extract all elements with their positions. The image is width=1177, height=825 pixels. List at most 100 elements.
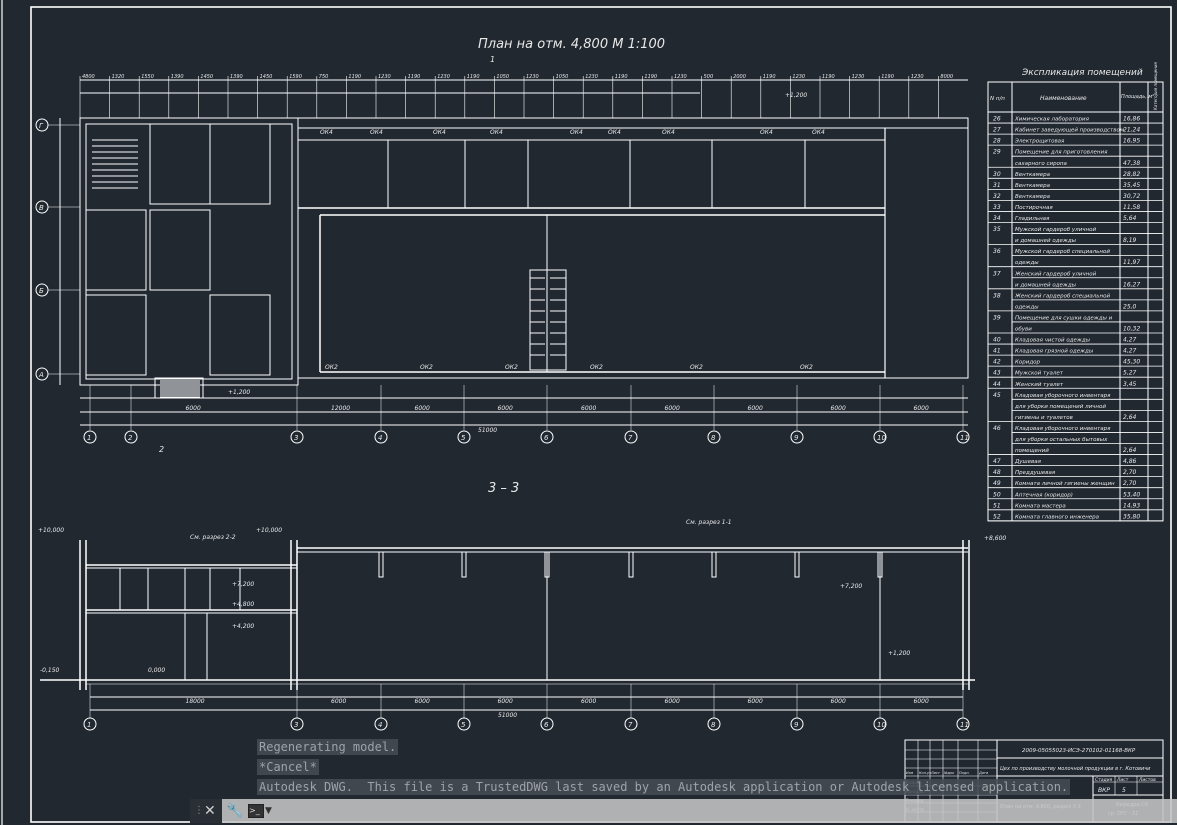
dimension-label: 1230 <box>852 74 865 80</box>
dimension-label: 1390 <box>230 74 243 80</box>
dimension-label: 1230 <box>674 74 687 80</box>
sheet-value: 5 <box>1122 787 1126 794</box>
room-number: 37 <box>993 270 1001 277</box>
dimension-label: 1230 <box>911 74 924 80</box>
room-area: 2,64 <box>1123 414 1137 421</box>
room-number: 38 <box>993 292 1001 299</box>
dimension-label: 6000 <box>831 698 846 705</box>
dimension-label: 6000 <box>498 405 513 412</box>
dimension-label: 1390 <box>171 74 184 80</box>
room-name: и домашней одежды <box>1015 238 1077 244</box>
dimension-label: 6000 <box>914 405 929 412</box>
dimension-label: 6000 <box>581 698 596 705</box>
axis-marker <box>624 430 638 444</box>
room-area: 3,45 <box>1123 381 1137 388</box>
close-icon[interactable]: ✕ <box>204 803 216 819</box>
row-axis-label: А <box>38 371 44 379</box>
axis-label: 10 <box>877 721 886 729</box>
dimension-label: 6000 <box>415 698 430 705</box>
room-name: для уборки помещений личной <box>1014 404 1106 410</box>
drag-handle-icon[interactable]: ⋮ <box>194 805 204 816</box>
axis-label: 8 <box>711 434 716 442</box>
room-number: 36 <box>993 248 1001 255</box>
room-name: Кладовая уборочного инвентаря <box>1015 393 1111 399</box>
room-name: одежды <box>1015 304 1039 310</box>
room-number: 33 <box>993 204 1001 211</box>
room-number: 34 <box>993 215 1001 222</box>
room-number: 44 <box>993 381 1001 388</box>
row-axis-label: Б <box>39 287 44 295</box>
axis-label: 8 <box>711 721 716 729</box>
room-name: Женский гардероб специальной <box>1014 293 1110 299</box>
command-line-bar: ⋮ ✕ 🔧 >_ ▼ <box>190 799 1177 823</box>
dimension-label: 6000 <box>914 698 929 705</box>
beam <box>794 551 800 578</box>
explication-title: Экспликация помещений <box>1021 68 1143 78</box>
title-block-header: Дата <box>978 771 988 775</box>
room-name: гигиены и туалетов <box>1015 415 1073 421</box>
dimension-label: 6000 <box>831 405 846 412</box>
room-name: обуви <box>1015 327 1032 333</box>
axis-marker <box>873 430 887 444</box>
room-name: Комната мастера <box>1015 503 1066 509</box>
dimension-label: 1550 <box>141 74 154 80</box>
dimension-label: 1230 <box>437 74 450 80</box>
dimension-label: 1450 <box>200 74 213 80</box>
room-area: 35,45 <box>1123 182 1140 189</box>
room-area: 21,24 <box>1123 127 1140 134</box>
chevron-down-icon[interactable]: ▼ <box>265 806 272 816</box>
command-input-area[interactable]: 🔧 >_ ▼ <box>222 799 1177 823</box>
room-area: 2,70 <box>1123 480 1137 487</box>
axis-marker <box>374 430 388 444</box>
dimension-label: 1190 <box>615 74 628 80</box>
command-input[interactable] <box>282 801 1173 821</box>
axis-label: 1 <box>87 721 91 729</box>
dimension-label: 1190 <box>348 74 361 80</box>
command-prompt-icon[interactable]: >_ <box>248 804 264 818</box>
axis-marker <box>624 717 638 731</box>
stage-label: Стадия <box>1095 777 1113 783</box>
callout-section-2-2: См. разрез 2-2 <box>190 534 236 541</box>
title-block-header: Лист <box>930 771 941 775</box>
window-code-label: ОК4 <box>760 129 773 136</box>
room-number: 32 <box>993 193 1001 200</box>
room-number: 50 <box>993 491 1001 498</box>
cut-mark-1: 1 <box>490 55 495 64</box>
axis-marker <box>124 430 138 444</box>
axis-label: 4 <box>378 721 382 729</box>
room-name: помещений <box>1015 448 1049 454</box>
beam <box>711 551 717 578</box>
room-number: 27 <box>993 127 1001 134</box>
hall-outline <box>297 117 969 379</box>
room-name: Преддушевая <box>1015 470 1056 476</box>
axis-marker <box>956 430 970 444</box>
room-name: Комната личной гигиены женщин <box>1015 481 1115 487</box>
dimension-label: 6000 <box>581 405 596 412</box>
window-code-label: ОК4 <box>433 129 446 136</box>
axis-marker <box>707 717 721 731</box>
beam <box>461 551 467 578</box>
window-code-label: ОК2 <box>420 364 433 371</box>
room-area: 28,82 <box>1123 171 1140 178</box>
room-number: 43 <box>993 370 1001 377</box>
room-area: 4,27 <box>1123 348 1137 355</box>
axis-label: 11 <box>960 721 969 729</box>
room-area: 10,32 <box>1123 326 1140 333</box>
room-number: 39 <box>993 314 1001 321</box>
axis-label: 5 <box>461 721 466 729</box>
dimension-label: 1320 <box>112 74 125 80</box>
room <box>149 209 211 291</box>
room-number: 40 <box>993 337 1001 344</box>
window-code-label: ОК2 <box>800 364 813 371</box>
beam <box>628 551 634 578</box>
customize-wrench-icon[interactable]: 🔧 <box>226 803 244 819</box>
room-number: 35 <box>993 226 1001 233</box>
row-axis-marker <box>35 367 49 381</box>
room-area: 16,27 <box>1123 281 1140 288</box>
room-number: 45 <box>993 392 1001 399</box>
room <box>85 294 147 376</box>
row-axis-marker <box>35 200 49 214</box>
